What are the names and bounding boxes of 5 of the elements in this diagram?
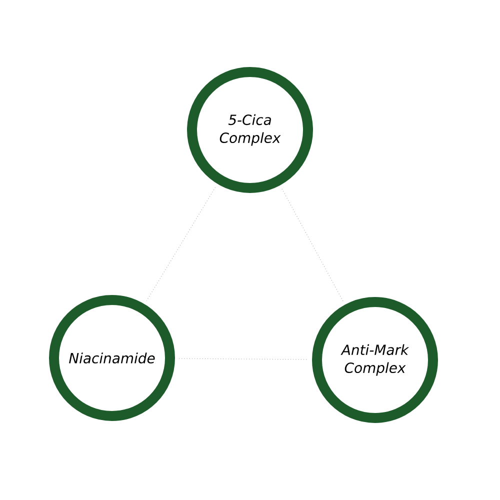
circle-node: 5-Cica Complex <box>187 67 313 193</box>
dotted-line <box>282 188 344 302</box>
circle-node: Niacinamide <box>49 295 175 421</box>
dotted-line <box>146 187 216 301</box>
circle-node: Anti-Mark Complex <box>312 297 438 423</box>
